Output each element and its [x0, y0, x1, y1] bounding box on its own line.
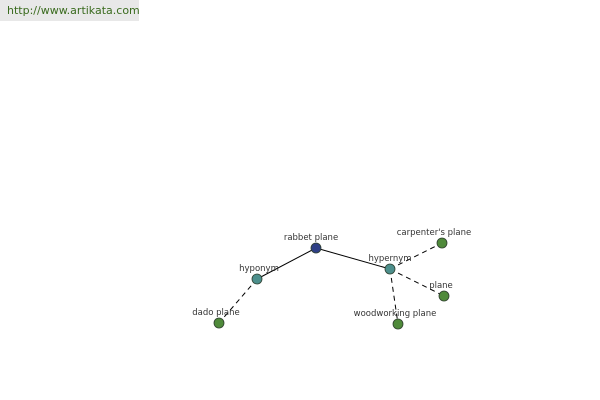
- edge-hyponym-to-dado-plane: [218, 278, 258, 324]
- node-dot-hyponym[interactable]: [251, 273, 263, 285]
- source-url[interactable]: http://www.artikata.com: [0, 0, 140, 21]
- node-carpenters-plane[interactable]: carpenter's plane: [397, 228, 472, 249]
- node-label-plane: plane: [429, 281, 453, 291]
- node-dado-plane[interactable]: dado plane: [192, 308, 240, 329]
- node-dot-woodworking-plane[interactable]: [392, 318, 404, 330]
- edge-hypernym-to-carpenters-plane: [389, 242, 443, 270]
- node-label-hyponym: hyponym: [239, 264, 279, 274]
- node-plane[interactable]: plane: [429, 281, 453, 302]
- node-woodworking-plane[interactable]: woodworking plane: [354, 309, 437, 330]
- nodes-layer: rabbet plane hyponym hypernym dado plane car…: [192, 228, 472, 330]
- node-dot-rabbet-plane[interactable]: [310, 242, 322, 254]
- edge-hypernym-to-plane: [389, 268, 445, 297]
- node-label-dado-plane: dado plane: [192, 308, 240, 318]
- node-hypernym[interactable]: hypernym: [368, 254, 412, 275]
- edges-layer: [218, 242, 445, 325]
- edge-rabbet-plane-to-hypernym: [315, 247, 391, 270]
- node-label-hypernym: hypernym: [368, 254, 411, 264]
- node-dot-dado-plane[interactable]: [213, 317, 225, 329]
- node-rabbet-plane[interactable]: rabbet plane: [284, 233, 338, 254]
- node-label-carpenters-plane: carpenter's plane: [397, 228, 472, 238]
- node-dot-plane[interactable]: [438, 290, 450, 302]
- node-dot-carpenters-plane[interactable]: [436, 237, 448, 249]
- edge-rabbet-plane-to-hyponym: [256, 247, 317, 280]
- edge-hypernym-to-woodworking-plane: [389, 268, 399, 325]
- node-label-woodworking-plane: woodworking plane: [354, 309, 437, 319]
- node-label-rabbet-plane: rabbet plane: [284, 233, 338, 243]
- node-dot-hypernym[interactable]: [384, 263, 396, 275]
- node-hyponym[interactable]: hyponym: [239, 264, 279, 285]
